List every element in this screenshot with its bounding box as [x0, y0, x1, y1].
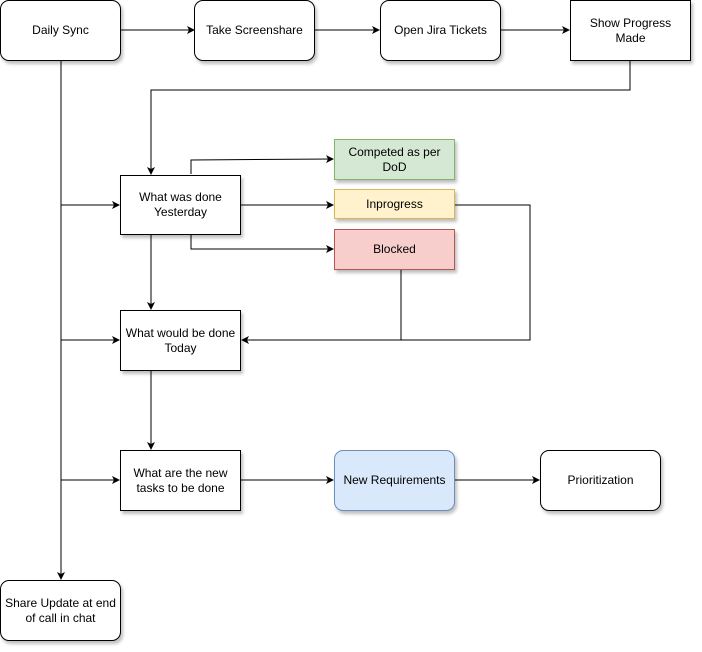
node-prioritization: Prioritization — [540, 450, 661, 511]
node-what-would-be-done-today: What would be done Today — [120, 310, 241, 371]
node-completed-as-per-dod: Competed as per DoD — [334, 139, 455, 180]
node-open-jira-tickets: Open Jira Tickets — [380, 0, 501, 61]
node-new-requirements: New Requirements — [334, 450, 455, 511]
node-inprogress: Inprogress — [334, 189, 455, 219]
edge-inprogress-to-today — [241, 204, 531, 344]
node-blocked: Blocked — [334, 229, 455, 270]
node-share-update: Share Update at end of call in chat — [0, 580, 121, 641]
node-take-screenshare: Take Screenshare — [194, 0, 315, 61]
node-show-progress-made: Show Progress Made — [570, 0, 691, 61]
edge-progress-to-yesterday — [147, 61, 631, 175]
edge-yesterday-to-blocked — [190, 235, 334, 253]
node-new-tasks: What are the new tasks to be done — [120, 450, 241, 511]
node-what-was-done-yesterday: What was done Yesterday — [120, 175, 241, 235]
node-daily-sync: Daily Sync — [0, 0, 121, 61]
edge-yesterday-to-completed — [190, 155, 334, 174]
